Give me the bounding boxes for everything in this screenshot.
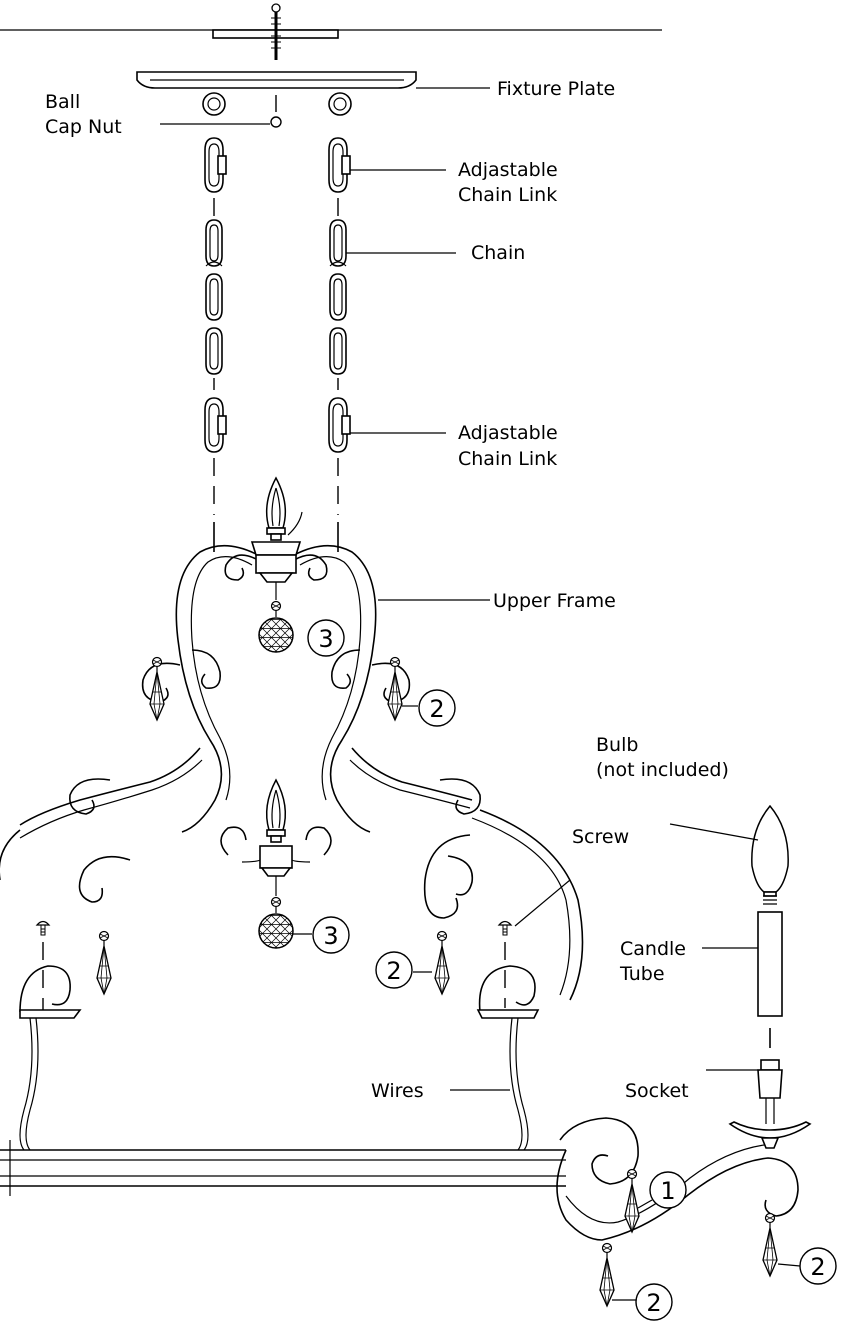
label-screw: Screw	[572, 826, 629, 848]
crystal-mid-right	[435, 932, 449, 995]
crystal-ball-lower	[259, 898, 293, 949]
ball-cap-nut	[160, 95, 282, 128]
crystal-ball-upper	[259, 602, 293, 653]
callout-ball-lower: 3	[293, 916, 350, 954]
candle-tube	[702, 911, 783, 1048]
label-adj-chain-link-1-line1: Adjastable	[458, 159, 558, 181]
label-upper-frame: Upper Frame	[493, 590, 616, 612]
socket	[706, 1059, 812, 1149]
wires	[19, 1017, 529, 1151]
callout-crystal-mid-right: 2	[375, 951, 432, 989]
crystal-lower-left	[97, 932, 111, 995]
callout-ball-upper-number: 3	[318, 625, 333, 653]
callout-ball-upper: 3	[307, 619, 345, 657]
label-candle-tube-line1: Candle	[620, 938, 686, 960]
callout-crystal-arm-bottom-number: 2	[646, 1289, 661, 1317]
label-bulb-line1: Bulb	[596, 734, 638, 756]
callout-crystal-arm: 1	[637, 1171, 687, 1209]
lower-finial	[259, 779, 293, 896]
label-ball-cap-nut-line1: Ball	[45, 91, 80, 113]
label-socket: Socket	[625, 1080, 689, 1102]
bulb	[669, 804, 789, 905]
label-ball-cap-nut-line2: Cap Nut	[45, 116, 122, 138]
callout-crystal-arm-right-number: 2	[810, 1253, 825, 1281]
lower-bar	[0, 1140, 566, 1196]
callout-crystal-arm-number: 1	[660, 1177, 675, 1205]
label-adj-chain-link-1-line2: Chain Link	[458, 184, 557, 206]
label-adj-chain-link-2-line1: Adjastable	[458, 422, 558, 444]
upper-frame	[19, 522, 481, 839]
label-wires: Wires	[371, 1080, 424, 1102]
crystal-arm-right	[763, 1214, 777, 1277]
crystal-arm-bottom	[600, 1244, 614, 1307]
callout-crystal-arm-right: 2	[777, 1247, 837, 1285]
ceiling-line	[0, 29, 662, 39]
crystal-arm	[625, 1170, 639, 1233]
candle-cup-left	[19, 920, 82, 1019]
callout-crystal-mid-right-number: 2	[386, 957, 401, 985]
callout-ball-lower-number: 3	[323, 922, 338, 950]
label-adj-chain-link-2-line2: Chain Link	[458, 448, 557, 470]
label-bulb-line2: (not included)	[596, 759, 729, 781]
chain-right	[328, 137, 351, 515]
candle-cup-right	[476, 920, 540, 1019]
upper-finial	[250, 477, 303, 600]
label-fixture-plate: Fixture Plate	[497, 78, 615, 100]
chain-left	[204, 137, 227, 515]
callout-crystal-upper-right: 2	[402, 689, 456, 727]
label-candle-tube-line2: Tube	[619, 963, 665, 985]
lower-frame	[0, 809, 584, 1001]
callout-crystal-arm-bottom: 2	[612, 1283, 673, 1321]
callout-crystal-upper-right-number: 2	[429, 695, 444, 723]
label-chain: Chain	[471, 242, 525, 264]
fixture-plate	[136, 71, 417, 116]
mounting-screw	[271, 3, 281, 60]
